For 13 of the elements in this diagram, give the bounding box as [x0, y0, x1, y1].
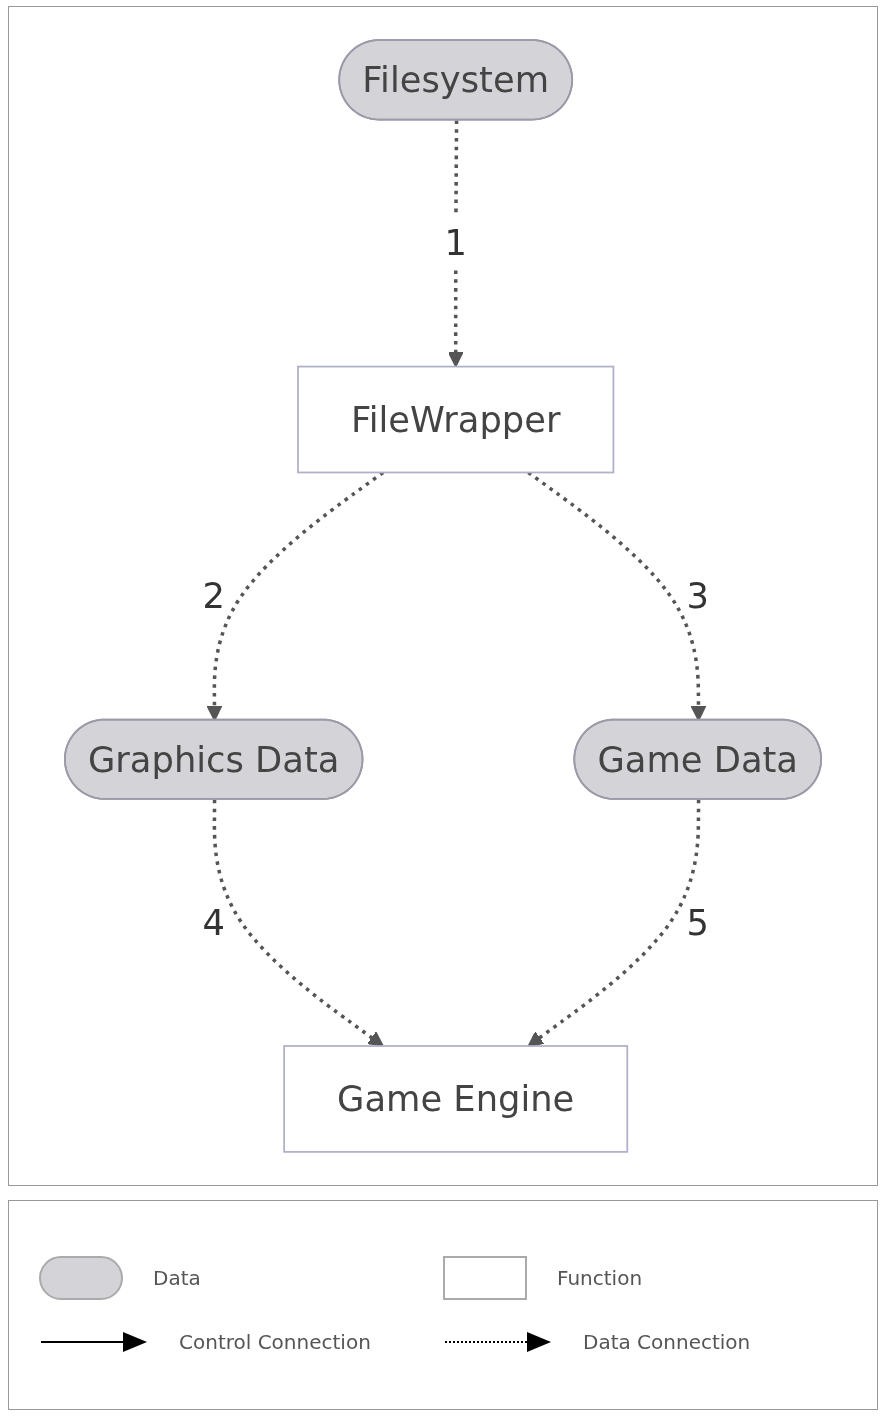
legend-text: Data Connection: [583, 1330, 751, 1354]
legend-text: Control Connection: [179, 1330, 371, 1354]
edge-label: 4: [202, 901, 225, 944]
legend-text: Data: [153, 1266, 201, 1290]
legend-text: Function: [557, 1266, 643, 1290]
arrow: [212, 799, 384, 1047]
edge-label: 1: [444, 221, 467, 265]
arrow: [527, 799, 701, 1047]
edge-label: 2: [202, 574, 225, 618]
node-box: Game Engine: [283, 1045, 629, 1153]
node-box: FileWrapper: [297, 365, 615, 474]
edge-label: 3: [686, 574, 709, 618]
edge-label: 5: [686, 901, 709, 944]
